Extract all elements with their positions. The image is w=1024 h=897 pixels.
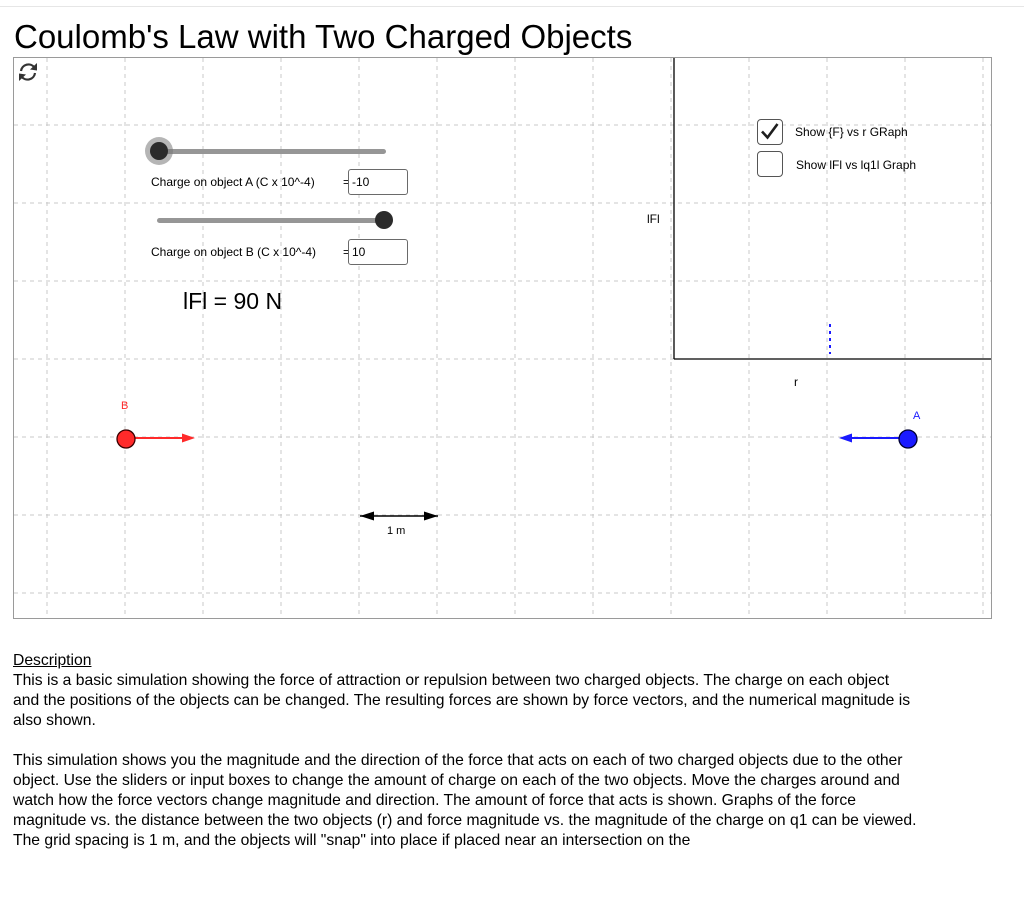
charge-a-label: A <box>913 410 921 422</box>
checkbox-f-vs-r[interactable] <box>757 119 783 145</box>
applet-canvas[interactable]: lFl r B A 1 m <box>14 58 991 618</box>
charge-a-slider[interactable] <box>150 140 386 164</box>
top-divider <box>0 6 1024 7</box>
charge-b-slider-knob[interactable] <box>375 211 393 229</box>
geogebra-applet[interactable]: lFl r B A 1 m Cha <box>13 57 992 619</box>
reset-arrows-icon[interactable] <box>14 58 42 86</box>
charge-object-b[interactable] <box>116 429 136 449</box>
page-title: Coulomb's Law with Two Charged Objects <box>14 18 633 55</box>
force-vector-a <box>839 433 908 443</box>
checkbox-f-vs-r-label[interactable]: Show {F} vs r GRaph <box>795 125 908 139</box>
charge-b-label: B <box>121 400 128 412</box>
description-paragraph-2: This simulation shows you the magnitude … <box>13 752 917 849</box>
scale-bar <box>360 511 438 521</box>
charge-b-slider[interactable] <box>157 209 393 233</box>
description-heading: Description <box>13 652 92 669</box>
charge-a-slider-knob[interactable] <box>150 142 168 160</box>
force-magnitude-readout: lFl = 90 N <box>183 288 283 314</box>
checkmark-icon <box>761 123 779 140</box>
description-section: Description This is a basic simulation s… <box>13 651 918 851</box>
charge-a-input[interactable]: -10 <box>348 169 408 195</box>
grid-lines <box>14 58 991 618</box>
charge-object-a[interactable] <box>898 429 918 449</box>
charge-a-label-text: Charge on object A (C x 10^-4) <box>151 175 315 189</box>
force-vector-b <box>126 433 195 443</box>
checkbox-f-vs-q1-label[interactable]: Show lFl vs lq1l Graph <box>796 158 917 172</box>
charge-a-equals: = <box>343 175 351 189</box>
scale-label: 1 m <box>387 525 405 537</box>
checkbox-f-vs-q1[interactable] <box>757 151 783 177</box>
description-paragraph-1: This is a basic simulation showing the f… <box>13 672 911 729</box>
charge-b-equals: = <box>343 245 351 259</box>
charge-b-input[interactable]: 10 <box>348 239 408 265</box>
graph-x-label: r <box>794 375 798 389</box>
graph-y-label: lFl <box>647 212 660 226</box>
charge-a-slider-track <box>150 149 386 154</box>
charge-b-slider-track <box>157 218 393 223</box>
charge-b-label-text: Charge on object B (C x 10^-4) <box>151 245 317 259</box>
